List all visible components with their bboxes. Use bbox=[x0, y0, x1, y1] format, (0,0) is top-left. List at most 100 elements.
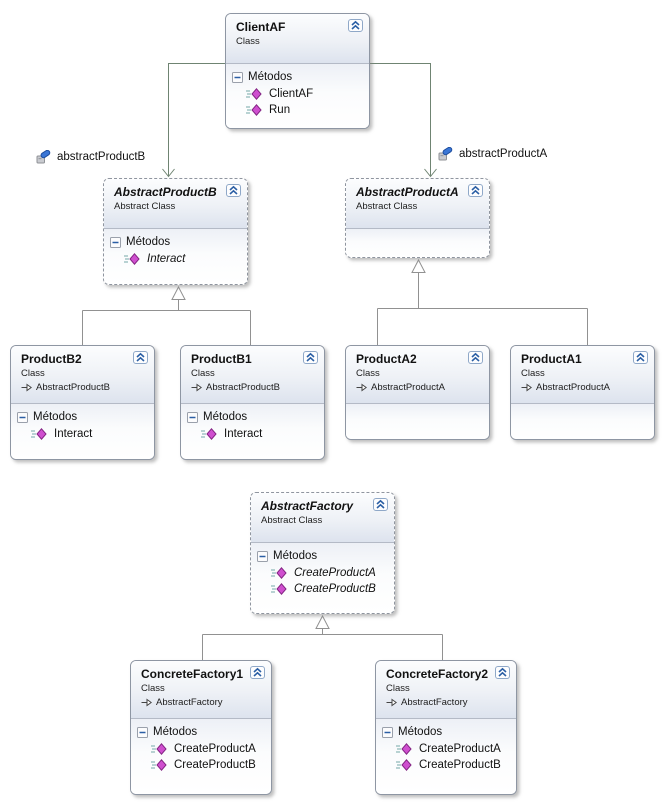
field-label-abstractproducta[interactable]: abstractProductA bbox=[438, 147, 547, 161]
class-title: ProductA2 bbox=[356, 352, 417, 366]
collapse-button[interactable] bbox=[495, 666, 510, 679]
class-kind: Class bbox=[386, 683, 410, 694]
member-row[interactable]: CreateProductB bbox=[376, 757, 516, 773]
hollow-triangle-arrowhead bbox=[411, 258, 426, 273]
member-row[interactable]: CreateProductA bbox=[131, 741, 271, 757]
chevron-up-icon bbox=[633, 351, 648, 364]
members-label: Métodos bbox=[33, 411, 78, 423]
class-title: ProductB2 bbox=[21, 352, 82, 366]
member-row[interactable]: CreateProductA bbox=[376, 741, 516, 757]
open-arrowhead bbox=[424, 168, 437, 178]
member-name: CreateProductA bbox=[294, 567, 376, 579]
members-compartment bbox=[511, 404, 654, 439]
field-label-text: abstractProductB bbox=[57, 151, 146, 163]
association-clientaf-abstractproducta[interactable] bbox=[370, 63, 437, 178]
collapse-minus-icon bbox=[232, 71, 243, 83]
member-row[interactable]: ClientAF bbox=[226, 86, 369, 102]
member-row[interactable]: CreateProductB bbox=[131, 757, 271, 773]
class-kind: Class bbox=[356, 368, 380, 379]
inheritance-products-b[interactable] bbox=[82, 285, 251, 345]
class-header: AbstractProductB Abstract Class bbox=[104, 179, 247, 229]
members-label: Métodos bbox=[153, 726, 198, 738]
chevron-up-icon bbox=[495, 666, 510, 679]
member-name: Interact bbox=[54, 428, 93, 440]
class-kind: Class bbox=[141, 683, 165, 694]
hollow-triangle-arrowhead bbox=[171, 285, 186, 300]
collapse-button[interactable] bbox=[373, 498, 388, 511]
collapse-minus-icon bbox=[382, 726, 393, 738]
association-clientaf-abstractproductb[interactable] bbox=[162, 63, 226, 178]
member-row[interactable]: Interact bbox=[104, 251, 247, 267]
members-section-header[interactable]: Métodos bbox=[376, 722, 516, 741]
members-compartment: Métodos Interact bbox=[181, 404, 324, 459]
method-icon bbox=[271, 567, 287, 579]
collapse-button[interactable] bbox=[468, 184, 483, 197]
class-box-productb2[interactable]: ProductB2 Class AbstractProductB Métodos bbox=[10, 345, 155, 460]
chevron-up-icon bbox=[348, 19, 363, 32]
class-box-concretefactory1[interactable]: ConcreteFactory1 Class AbstractFactory M… bbox=[130, 660, 272, 795]
class-box-abstractproducta[interactable]: AbstractProductA Abstract Class bbox=[345, 178, 490, 258]
method-icon bbox=[246, 88, 262, 100]
members-compartment: Métodos Interact bbox=[104, 229, 247, 284]
method-icon bbox=[271, 583, 287, 595]
class-kind: Abstract Class bbox=[356, 201, 418, 212]
base-class-name: AbstractFactory bbox=[156, 697, 223, 708]
chevron-up-icon bbox=[303, 351, 318, 364]
method-icon bbox=[151, 743, 167, 755]
hollow-triangle-arrowhead bbox=[315, 614, 330, 629]
collapse-button[interactable] bbox=[133, 351, 148, 364]
class-box-abstractproductb[interactable]: AbstractProductB Abstract Class Métodos … bbox=[103, 178, 248, 285]
members-section-header[interactable]: Métodos bbox=[11, 407, 154, 426]
method-icon bbox=[246, 104, 262, 116]
collapse-button[interactable] bbox=[468, 351, 483, 364]
field-icon bbox=[438, 147, 453, 161]
member-name: CreateProductB bbox=[419, 759, 501, 771]
class-kind: Class bbox=[21, 368, 45, 379]
base-class-name: AbstractProductB bbox=[206, 382, 280, 393]
base-class-row: AbstractProductA bbox=[356, 382, 481, 393]
method-icon bbox=[151, 759, 167, 771]
base-class-row: AbstractProductB bbox=[191, 382, 316, 393]
member-row[interactable]: CreateProductB bbox=[251, 581, 394, 597]
members-compartment bbox=[346, 404, 489, 439]
member-row[interactable]: Interact bbox=[11, 426, 154, 442]
collapse-button[interactable] bbox=[250, 666, 265, 679]
base-class-row: AbstractProductB bbox=[21, 382, 146, 393]
member-name: CreateProductB bbox=[294, 583, 376, 595]
collapse-button[interactable] bbox=[303, 351, 318, 364]
class-title: ConcreteFactory2 bbox=[386, 667, 489, 681]
member-name: Interact bbox=[147, 253, 186, 265]
member-row[interactable]: Interact bbox=[181, 426, 324, 442]
chevron-up-icon bbox=[373, 498, 388, 511]
inheritance-products-a[interactable] bbox=[377, 258, 588, 345]
chevron-up-icon bbox=[226, 184, 241, 197]
class-box-concretefactory2[interactable]: ConcreteFactory2 Class AbstractFactory M… bbox=[375, 660, 517, 795]
class-box-producta1[interactable]: ProductA1 Class AbstractProductA bbox=[510, 345, 655, 440]
collapse-button[interactable] bbox=[633, 351, 648, 364]
members-section-header[interactable]: Métodos bbox=[181, 407, 324, 426]
class-box-clientaf[interactable]: ClientAF Class Métodos ClientAF bbox=[225, 13, 370, 129]
class-box-abstractfactory[interactable]: AbstractFactory Abstract Class Métodos C… bbox=[250, 492, 395, 614]
inheritance-arrow-icon bbox=[356, 383, 367, 392]
collapse-button[interactable] bbox=[226, 184, 241, 197]
members-section-header[interactable]: Métodos bbox=[226, 67, 369, 86]
member-name: CreateProductA bbox=[174, 743, 256, 755]
class-header: ConcreteFactory2 Class AbstractFactory bbox=[376, 661, 516, 719]
class-header: ProductA1 Class AbstractProductA bbox=[511, 346, 654, 404]
field-label-text: abstractProductA bbox=[459, 148, 548, 160]
members-section-header[interactable]: Métodos bbox=[251, 546, 394, 565]
class-box-producta2[interactable]: ProductA2 Class AbstractProductA bbox=[345, 345, 490, 440]
member-row[interactable]: Run bbox=[226, 102, 369, 118]
class-header: ProductB1 Class AbstractProductB bbox=[181, 346, 324, 404]
collapse-minus-icon bbox=[17, 411, 28, 423]
members-section-header[interactable]: Métodos bbox=[131, 722, 271, 741]
member-row[interactable]: CreateProductA bbox=[251, 565, 394, 581]
chevron-up-icon bbox=[250, 666, 265, 679]
field-label-abstractproductb[interactable]: abstractProductB bbox=[36, 150, 145, 164]
members-section-header[interactable]: Métodos bbox=[104, 232, 247, 251]
collapse-minus-icon bbox=[187, 411, 198, 423]
collapse-button[interactable] bbox=[348, 19, 363, 32]
inheritance-factories[interactable] bbox=[202, 614, 443, 660]
class-box-productb1[interactable]: ProductB1 Class AbstractProductB Métodos bbox=[180, 345, 325, 460]
